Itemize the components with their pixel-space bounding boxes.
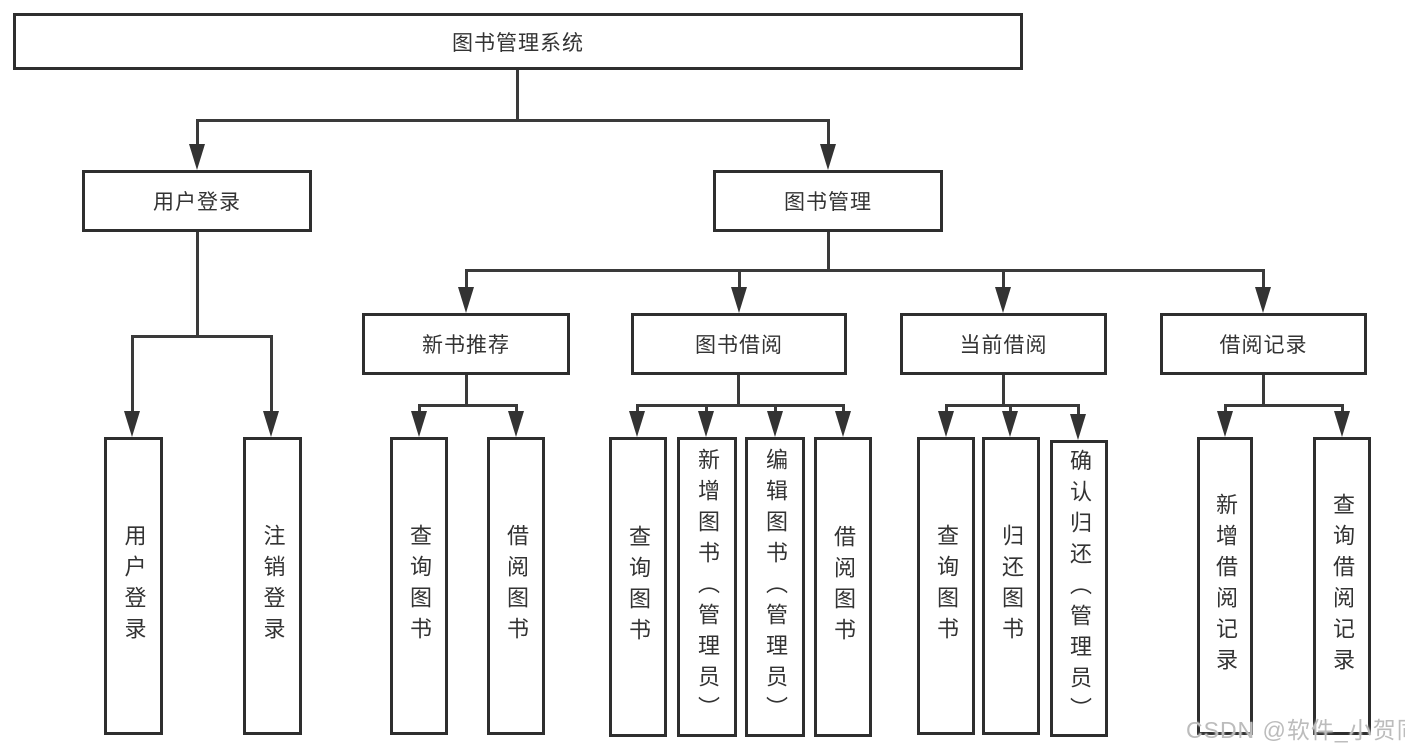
leaf-label: 查询图书: [934, 524, 959, 648]
leaf-add-book-admin: 新增图书（管理员）: [677, 437, 737, 737]
arrowhead-down-icon: [1070, 414, 1086, 440]
leaf-add-borrow-record: 新增借阅记录: [1197, 437, 1253, 735]
connector-line: [1341, 404, 1344, 415]
connector-line: [1077, 404, 1080, 418]
connector-line: [418, 404, 518, 407]
leaf-return-book: 归还图书: [982, 437, 1040, 735]
arrowhead-down-icon: [1217, 411, 1233, 437]
leaf-borrow-book: 借阅图书: [814, 437, 872, 737]
connector-line: [1009, 404, 1012, 415]
leaf-user-login: 用户登录: [104, 437, 163, 735]
connector-line: [131, 335, 134, 415]
connector-line: [1224, 404, 1343, 407]
connector-line: [945, 404, 948, 415]
arrowhead-down-icon: [835, 411, 851, 437]
leaf-label: 确认归还（管理员）: [1067, 449, 1092, 728]
connector-line: [1262, 375, 1265, 407]
connector-line: [636, 404, 844, 407]
connector-line: [270, 335, 273, 415]
connector-line: [196, 119, 830, 122]
node-user-login: 用户登录: [82, 170, 312, 232]
connector-line: [196, 232, 199, 338]
arrowhead-down-icon: [1334, 411, 1350, 437]
leaf-label: 编辑图书（管理员）: [763, 447, 788, 727]
node-book-management: 图书管理: [713, 170, 943, 232]
node-current-borrow: 当前借阅: [900, 313, 1107, 375]
arrowhead-down-icon: [731, 287, 747, 313]
connector-line: [465, 375, 468, 407]
arrowhead-down-icon: [1255, 287, 1271, 313]
leaf-label: 用户登录: [121, 524, 147, 648]
connector-line: [705, 404, 708, 415]
connector-line: [842, 404, 845, 415]
connector-line: [774, 404, 777, 415]
arrowhead-down-icon: [820, 144, 836, 170]
connector-line: [1002, 269, 1005, 291]
connector-line: [515, 404, 518, 415]
connector-line: [636, 404, 639, 415]
leaf-label: 借阅图书: [831, 525, 856, 649]
arrowhead-down-icon: [411, 411, 427, 437]
connector-line: [738, 269, 741, 291]
leaf-label: 归还图书: [999, 524, 1024, 648]
connector-line: [196, 119, 199, 148]
connector-line: [465, 269, 1264, 272]
arrowhead-down-icon: [995, 287, 1011, 313]
node-library-management-system: 图书管理系统: [13, 13, 1023, 70]
leaf-label: 新增借阅记录: [1213, 493, 1238, 679]
leaf-query-book-borrow: 查询图书: [609, 437, 667, 737]
arrowhead-down-icon: [508, 411, 524, 437]
node-book-borrow: 图书借阅: [631, 313, 847, 375]
connector-line: [827, 119, 830, 148]
arrowhead-down-icon: [189, 144, 205, 170]
leaf-edit-book-admin: 编辑图书（管理员）: [745, 437, 805, 737]
leaf-label: 查询图书: [626, 525, 651, 649]
leaf-logout-login: 注销登录: [243, 437, 302, 735]
leaf-query-borrow-record: 查询借阅记录: [1313, 437, 1371, 735]
leaf-label: 查询图书: [407, 524, 432, 648]
leaf-label: 注销登录: [260, 524, 286, 648]
connector-line: [516, 70, 519, 121]
leaf-label: 借阅图书: [504, 524, 529, 648]
leaf-query-book-recommend: 查询图书: [390, 437, 448, 735]
leaf-query-book-current: 查询图书: [917, 437, 975, 735]
arrowhead-down-icon: [263, 411, 279, 437]
arrowhead-down-icon: [629, 411, 645, 437]
connector-line: [1262, 269, 1265, 291]
arrowhead-down-icon: [938, 411, 954, 437]
leaf-borrow-book-recommend: 借阅图书: [487, 437, 545, 735]
arrowhead-down-icon: [124, 411, 140, 437]
connector-line: [465, 269, 468, 291]
leaf-label: 查询借阅记录: [1330, 493, 1355, 679]
arrowhead-down-icon: [458, 287, 474, 313]
node-borrow-record: 借阅记录: [1160, 313, 1367, 375]
connector-line: [827, 232, 830, 272]
leaf-confirm-return-admin: 确认归还（管理员）: [1050, 440, 1108, 737]
connector-line: [737, 375, 740, 407]
connector-line: [945, 404, 1079, 407]
arrowhead-down-icon: [767, 411, 783, 437]
connector-line: [1224, 404, 1227, 415]
connector-line: [1002, 375, 1005, 407]
csdn-watermark: CSDN @软件_小贺同学: [1186, 717, 1405, 743]
connector-line: [418, 404, 421, 415]
arrowhead-down-icon: [698, 411, 714, 437]
connector-line: [132, 335, 273, 338]
node-new-book-recommend: 新书推荐: [362, 313, 570, 375]
leaf-label: 新增图书（管理员）: [695, 447, 720, 727]
arrowhead-down-icon: [1002, 411, 1018, 437]
